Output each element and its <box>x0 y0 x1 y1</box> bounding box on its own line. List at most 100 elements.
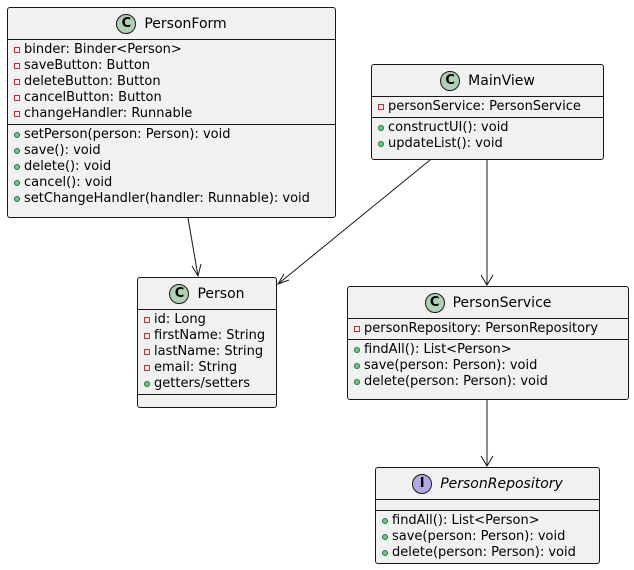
fields-section: binder: Binder<Person> saveButton: Butto… <box>8 40 335 125</box>
method-text: delete(): void <box>24 159 112 174</box>
method-row: cancel(): void <box>8 175 335 191</box>
method-row: delete(): void <box>8 159 335 175</box>
field-text: cancelButton: Button <box>24 90 162 105</box>
private-marker-icon <box>14 63 20 69</box>
methods-section: setPerson(person: Person): void save(): … <box>8 125 335 209</box>
public-marker-icon <box>378 141 384 147</box>
public-marker-icon <box>378 125 384 131</box>
public-marker-icon <box>144 381 150 387</box>
method-row: updateList(): void <box>372 136 603 152</box>
field-row: firstName: String <box>138 328 276 344</box>
private-marker-icon <box>14 95 20 101</box>
field-text: personService: PersonService <box>388 99 581 114</box>
method-text: setChangeHandler(handler: Runnable): voi… <box>24 191 310 206</box>
class-c-icon: C <box>424 292 445 313</box>
method-row: setChangeHandler(handler: Runnable): voi… <box>8 191 335 207</box>
public-marker-icon <box>382 518 388 524</box>
interface-person-repository: I PersonRepository findAll(): List<Perso… <box>375 467 600 564</box>
interface-i-icon: I <box>412 473 433 494</box>
field-text: email: String <box>154 360 238 375</box>
field-text: saveButton: Button <box>24 58 151 73</box>
class-name: Person <box>197 285 245 302</box>
method-text: cancel(): void <box>24 175 113 190</box>
method-text: getters/setters <box>154 376 251 391</box>
public-marker-icon <box>354 363 360 369</box>
method-text: updateList(): void <box>388 136 503 151</box>
field-text: firstName: String <box>154 328 266 343</box>
class-header: C MainView <box>372 65 603 97</box>
class-c-icon: C <box>169 283 190 304</box>
private-marker-icon <box>144 317 150 323</box>
method-text: delete(person: Person): void <box>392 545 576 560</box>
field-row: lastName: String <box>138 344 276 360</box>
method-text: constructUI(): void <box>388 120 509 135</box>
method-text: findAll(): List<Person> <box>364 342 512 357</box>
fields-section: id: Long firstName: String lastName: Str… <box>138 310 276 395</box>
class-name: PersonRepository <box>440 475 563 492</box>
class-header: I PersonRepository <box>376 468 599 500</box>
methods-section: constructUI(): void updateList(): void <box>372 118 603 154</box>
class-c-icon: C <box>440 70 461 91</box>
class-header: C PersonService <box>348 287 628 319</box>
private-marker-icon <box>378 104 384 110</box>
method-row: setPerson(person: Person): void <box>8 127 335 143</box>
field-row: binder: Binder<Person> <box>8 42 335 58</box>
private-marker-icon <box>354 326 360 332</box>
class-person: C Person id: Long firstName: String last… <box>137 277 277 408</box>
field-text: id: Long <box>154 312 206 327</box>
arrow-mainview-to-personservice <box>480 160 494 286</box>
method-row: save(person: Person): void <box>376 529 599 545</box>
private-marker-icon <box>14 79 20 85</box>
public-marker-icon <box>354 347 360 353</box>
methods-section: findAll(): List<Person> save(person: Per… <box>376 511 599 563</box>
arrow-personservice-to-personrepository <box>480 400 494 467</box>
class-header: C PersonForm <box>8 8 335 40</box>
class-person-service: C PersonService personRepository: Person… <box>347 286 629 400</box>
field-row: personService: PersonService <box>372 99 603 115</box>
private-marker-icon <box>14 111 20 117</box>
field-text: personRepository: PersonRepository <box>364 321 599 336</box>
method-row: delete(person: Person): void <box>348 374 628 390</box>
class-person-form: C PersonForm binder: Binder<Person> save… <box>7 7 336 218</box>
field-text: changeHandler: Runnable <box>24 106 193 121</box>
public-marker-icon <box>14 164 20 170</box>
class-main-view: C MainView personService: PersonService … <box>371 64 604 160</box>
private-marker-icon <box>144 349 150 355</box>
public-marker-icon <box>14 180 20 186</box>
private-marker-icon <box>144 365 150 371</box>
public-marker-icon <box>14 148 20 154</box>
public-marker-icon <box>14 132 20 138</box>
method-row: findAll(): List<Person> <box>376 513 599 529</box>
field-row: deleteButton: Button <box>8 74 335 90</box>
fields-section: personService: PersonService <box>372 97 603 118</box>
field-row: id: Long <box>138 312 276 328</box>
method-text: save(person: Person): void <box>392 529 566 544</box>
public-marker-icon <box>14 196 20 202</box>
field-row: changeHandler: Runnable <box>8 106 335 122</box>
method-row: delete(person: Person): void <box>376 545 599 561</box>
field-text: deleteButton: Button <box>24 74 161 89</box>
field-text: lastName: String <box>154 344 264 359</box>
method-row: getters/setters <box>138 376 276 392</box>
private-marker-icon <box>14 47 20 53</box>
field-row: saveButton: Button <box>8 58 335 74</box>
class-name: MainView <box>468 72 535 89</box>
method-text: save(): void <box>24 143 101 158</box>
methods-section: findAll(): List<Person> save(person: Per… <box>348 340 628 392</box>
arrow-personform-to-person <box>187 217 202 278</box>
class-name: PersonService <box>452 294 552 311</box>
method-row: findAll(): List<Person> <box>348 342 628 358</box>
method-text: setPerson(person: Person): void <box>24 127 231 142</box>
method-text: save(person: Person): void <box>364 358 538 373</box>
field-row: cancelButton: Button <box>8 90 335 106</box>
method-text: findAll(): List<Person> <box>392 513 540 528</box>
field-row: personRepository: PersonRepository <box>348 321 628 337</box>
fields-section <box>376 500 599 511</box>
private-marker-icon <box>144 333 150 339</box>
fields-section: personRepository: PersonRepository <box>348 319 628 340</box>
method-row: save(person: Person): void <box>348 358 628 374</box>
class-c-icon: C <box>116 13 137 34</box>
public-marker-icon <box>382 550 388 556</box>
field-row: email: String <box>138 360 276 376</box>
